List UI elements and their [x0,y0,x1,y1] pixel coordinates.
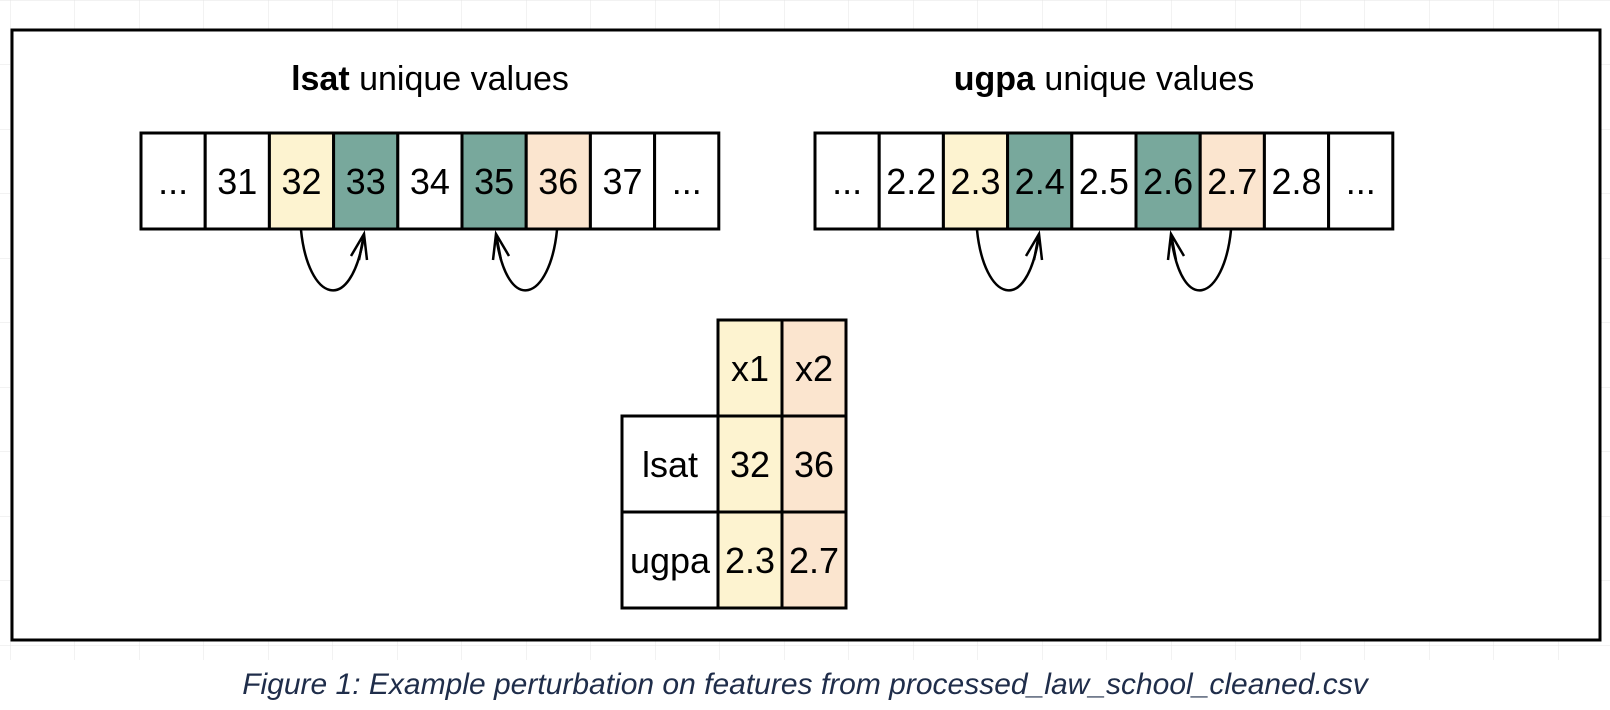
ugpa-title-bold: ugpa [954,60,1036,98]
ugpa-cell-value: 2.4 [1015,161,1065,202]
lsat-cell-box [524,131,592,231]
lsat-title-bold: lsat [291,60,350,98]
ugpa-cell-box [1198,131,1266,231]
ugpa-cell-value: 2.6 [1143,161,1193,202]
table-header-cell: x1 [716,318,784,418]
ugpa-cell-value: 2.8 [1271,161,1321,202]
lsat-cell-value: ... [672,161,702,202]
table-header-label: x1 [731,348,769,389]
table-value: 2.3 [725,540,775,581]
lsat-cell: 32 [267,131,336,231]
table-header-box [716,318,784,418]
table-value: 36 [794,444,834,485]
lsat-cell: 34 [396,131,464,231]
ugpa-perturbation-arrows [975,229,1233,292]
arrow-36-to-35 [494,229,559,292]
lsat-cell: ... [653,131,721,231]
arrow-32-to-33 [299,229,366,292]
ugpa-cell-value: ... [1346,161,1376,202]
table-header-cell: x2 [780,318,848,418]
ugpa-cell: 2.6 [1134,131,1202,231]
ugpa-cell: ... [813,131,881,231]
ugpa-values-strip: ... 2.2 2.3 2.4 2.5 2.6 2.7 2.8... [813,131,1395,231]
lsat-cell: 31 [203,131,271,231]
lsat-cell-box [267,131,336,231]
ugpa-title-rest: unique values [1035,60,1254,98]
ugpa-panel-title: ugpa unique values [954,60,1255,98]
lsat-cell-value: 32 [281,161,321,202]
table-value: 32 [730,444,770,485]
ugpa-cell-value: 2.3 [950,161,1000,202]
lsat-perturbation-arrows [299,229,559,292]
ugpa-cell-value: 2.7 [1207,161,1257,202]
ugpa-cell-value: ... [832,161,862,202]
ugpa-cell: 2.7 [1198,131,1266,231]
ugpa-cell-box [1327,131,1395,231]
ugpa-cell: 2.4 [1006,131,1074,231]
table-row-label: ugpa [630,540,711,581]
lsat-cell: 37 [588,131,657,231]
lsat-cell-value: 31 [217,161,257,202]
ugpa-cell: 2.3 [941,131,1010,231]
ugpa-cell-box [877,131,945,231]
arrow-head-2.4 [1024,230,1044,261]
arrow-head-33 [349,230,369,261]
sample-table: x1 x2 lsat 32 36 ugpa 2.3 2.7 [620,318,848,610]
arrow-head-2.6 [1166,230,1186,261]
ugpa-cell-value: 2.5 [1079,161,1129,202]
table-header-label: x2 [795,348,833,389]
arrow-head-35 [491,230,511,261]
ugpa-cell: 2.5 [1070,131,1138,231]
ugpa-cell-box [1262,131,1331,231]
table-value-box [780,510,848,610]
table-value-box [716,510,784,610]
ugpa-cell-box [941,131,1010,231]
table-value: 2.7 [789,540,839,581]
lsat-panel-title: lsat unique values [291,60,569,98]
table-row: lsat 32 36 [620,414,848,514]
table-row-label: lsat [642,444,698,485]
ugpa-cell-value: 2.2 [886,161,936,202]
lsat-cell: 36 [524,131,592,231]
ugpa-cell: 2.2 [877,131,945,231]
ugpa-cell: ... [1327,131,1395,231]
table-value-box [780,414,848,514]
lsat-cell: 33 [332,131,400,231]
lsat-cell: 35 [460,131,528,231]
lsat-cell-value: 36 [538,161,578,202]
lsat-cell-value: ... [158,161,188,202]
lsat-cell-value: 35 [474,161,514,202]
lsat-cell-box [203,131,271,231]
lsat-title-rest: unique values [350,60,569,98]
lsat-cell-value: 33 [346,161,386,202]
table-row: ugpa 2.3 2.7 [620,510,848,610]
ugpa-cell: 2.8 [1262,131,1331,231]
lsat-cell: ... [139,131,207,231]
ugpa-cell-box [1134,131,1202,231]
ugpa-cell-box [1006,131,1074,231]
lsat-cell-box [396,131,464,231]
lsat-cell-value: 37 [602,161,642,202]
figure-caption: Figure 1: Example perturbation on featur… [242,668,1368,701]
ugpa-cell-box [813,131,881,231]
arrow-2.3-to-2.4 [975,229,1041,292]
lsat-cell-box [653,131,721,231]
table-row-label-box [620,414,720,514]
lsat-values-strip: ... 31 32 33 34 35 36 37... [139,131,721,231]
ugpa-cell-box [1070,131,1138,231]
lsat-cell-value: 34 [410,161,450,202]
arrow-2.7-to-2.6 [1169,229,1233,292]
lsat-cell-box [139,131,207,231]
lsat-cell-box [332,131,400,231]
